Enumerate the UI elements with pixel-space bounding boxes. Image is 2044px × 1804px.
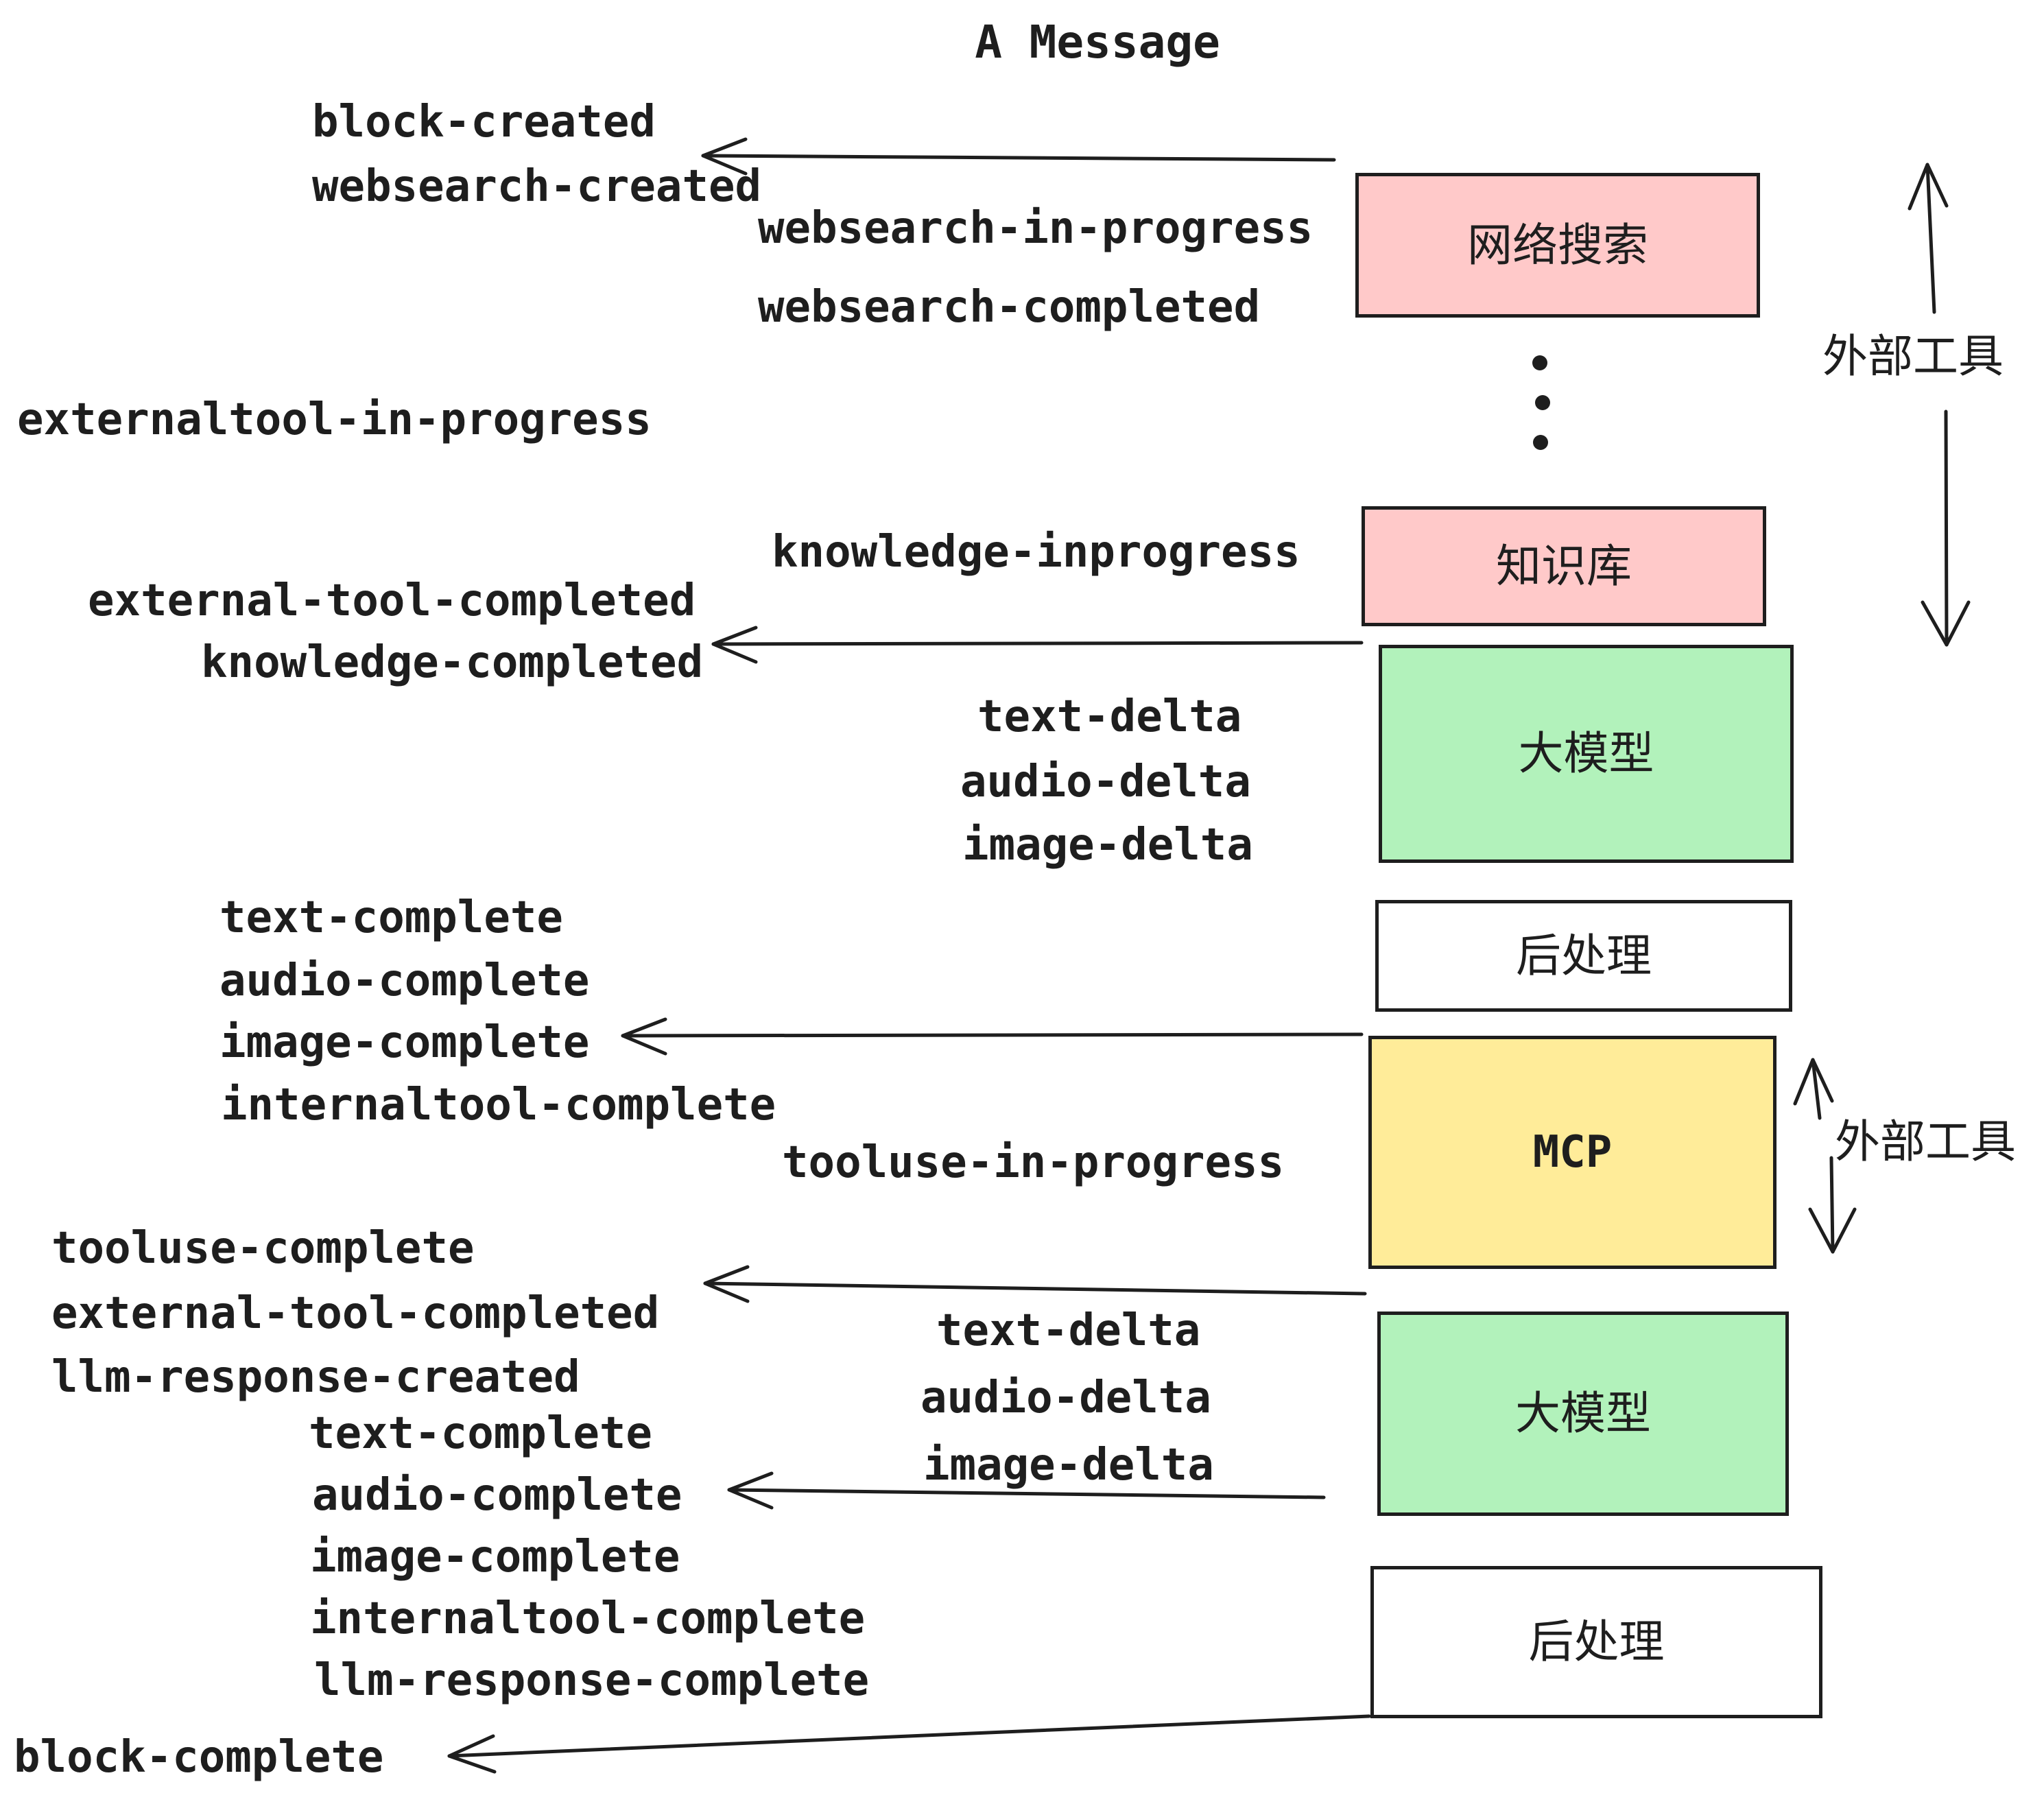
event-label-audio-delta-2: audio-delta: [920, 1373, 1211, 1423]
event-label-audio-delta-1: audio-delta: [960, 757, 1251, 807]
node-websearch-label: 网络搜索: [1467, 218, 1648, 272]
node-postprocess-1: 后处理: [1375, 900, 1792, 1012]
event-label-block-created: block-created: [312, 97, 656, 147]
node-websearch: 网络搜索: [1355, 173, 1760, 318]
event-label-llm-response-complete: llm-response-complete: [314, 1655, 870, 1706]
event-label-text-complete-2: text-complete: [309, 1408, 652, 1459]
node-llm-1-label: 大模型: [1518, 727, 1654, 780]
event-label-audio-complete-2: audio-complete: [312, 1470, 682, 1521]
event-label-knowledge-inprogress: knowledge-inprogress: [772, 527, 1300, 578]
event-label-external-tool-completed-1: external-tool-completed: [88, 575, 696, 626]
event-label-tooluse-complete: tooluse-complete: [51, 1223, 475, 1274]
node-postprocess-1-label: 后处理: [1516, 929, 1652, 982]
arrow-to-knowledge-completed: [711, 626, 1364, 664]
event-label-image-delta-1: image-delta: [962, 820, 1253, 870]
node-mcp-label: MCP: [1532, 1127, 1613, 1178]
node-knowledge: 知识库: [1362, 506, 1766, 626]
node-postprocess-2: 后处理: [1370, 1566, 1822, 1718]
arrow-to-tooluse-complete: [703, 1265, 1367, 1303]
ellipsis-dots-icon: [1532, 355, 1550, 450]
event-label-internaltool-complete-1: internaltool-complete: [221, 1080, 776, 1130]
node-llm-2: 大模型: [1377, 1312, 1789, 1516]
event-label-image-complete-2: image-complete: [310, 1532, 680, 1582]
event-label-image-complete-1: image-complete: [219, 1017, 590, 1068]
page-title: A Message: [975, 16, 1220, 69]
arrow-to-block-complete: [447, 1714, 1371, 1774]
event-label-image-delta-2: image-delta: [923, 1440, 1214, 1491]
node-llm-2-label: 大模型: [1515, 1387, 1651, 1440]
node-mcp: MCP: [1368, 1036, 1776, 1269]
event-label-knowledge-completed: knowledge-completed: [201, 637, 704, 688]
event-label-text-delta-1: text-delta: [977, 691, 1242, 742]
node-postprocess-2-label: 后处理: [1528, 1615, 1665, 1668]
external-tools-label-top: 外部工具: [1822, 330, 2004, 383]
event-label-websearch-created: websearch-created: [312, 161, 762, 212]
event-label-audio-complete-1: audio-complete: [219, 956, 590, 1006]
event-label-llm-response-created: llm-response-created: [51, 1352, 580, 1403]
external-tools-label-mcp: 外部工具: [1835, 1115, 2016, 1168]
event-label-tooluse-in-progress: tooluse-in-progress: [782, 1137, 1285, 1188]
event-label-external-tool-completed-2: external-tool-completed: [51, 1288, 660, 1339]
event-label-websearch-completed: websearch-completed: [758, 282, 1261, 333]
event-label-text-delta-2: text-delta: [936, 1305, 1201, 1356]
event-label-internaltool-complete-2: internaltool-complete: [310, 1593, 866, 1644]
node-llm-1: 大模型: [1379, 645, 1794, 863]
arrow-to-image-complete-1: [621, 1017, 1364, 1056]
event-label-externaltool-in-progress: externaltool-in-progress: [17, 394, 652, 445]
event-label-websearch-in-progress: websearch-in-progress: [758, 203, 1314, 254]
node-knowledge-label: 知识库: [1496, 539, 1632, 593]
event-label-text-complete-1: text-complete: [219, 892, 563, 943]
double-arrow-external-tools-top: [1908, 163, 1971, 647]
event-label-block-complete: block-complete: [14, 1732, 384, 1783]
arrow-to-websearch-created: [701, 137, 1336, 176]
